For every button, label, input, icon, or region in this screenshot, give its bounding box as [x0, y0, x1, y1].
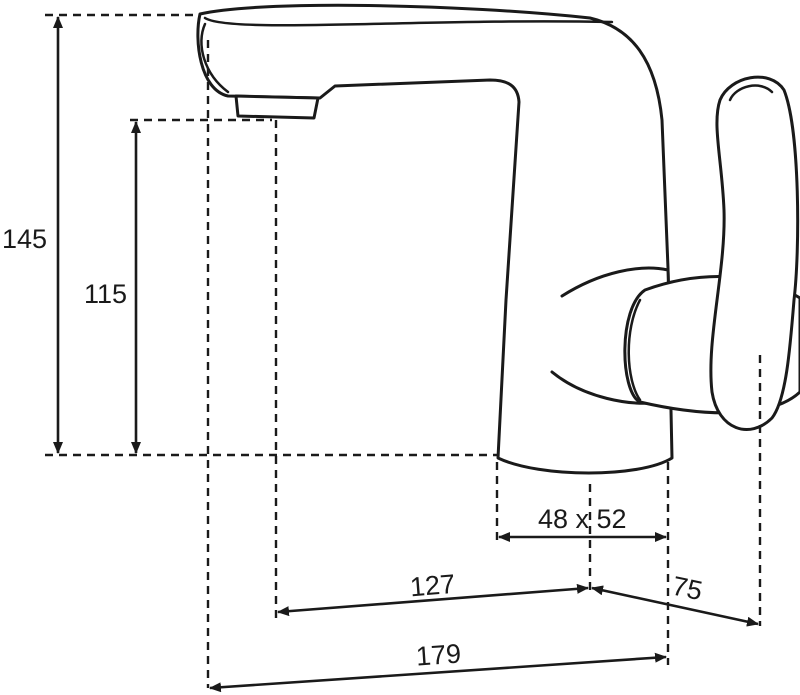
label-overall-length: 179: [415, 639, 462, 672]
spout-front-curve: [200, 22, 230, 94]
lever-handle-ridge: [728, 84, 774, 102]
aerator: [234, 94, 320, 120]
faucet-icon: [196, 3, 800, 475]
dim-overall-length: [209, 652, 667, 693]
label-handle-offset: 75: [669, 571, 705, 607]
lever-handle: [709, 75, 800, 431]
dimension-lines: [53, 15, 759, 693]
label-height-total: 145: [2, 224, 47, 254]
dimension-labels: 145 115 48 x 52 127 75 179: [2, 224, 705, 672]
dim-handle-offset: [591, 585, 759, 627]
spout-top-edge: [203, 16, 614, 27]
lever-cap-ring: [627, 298, 642, 402]
label-spout-reach: 127: [409, 569, 456, 602]
label-base-size: 48 x 52: [538, 504, 627, 534]
faucet-body: [196, 3, 674, 475]
label-height-outlet: 115: [84, 279, 127, 309]
dim-spout-reach: [277, 583, 589, 617]
extension-lines: [45, 13, 762, 688]
